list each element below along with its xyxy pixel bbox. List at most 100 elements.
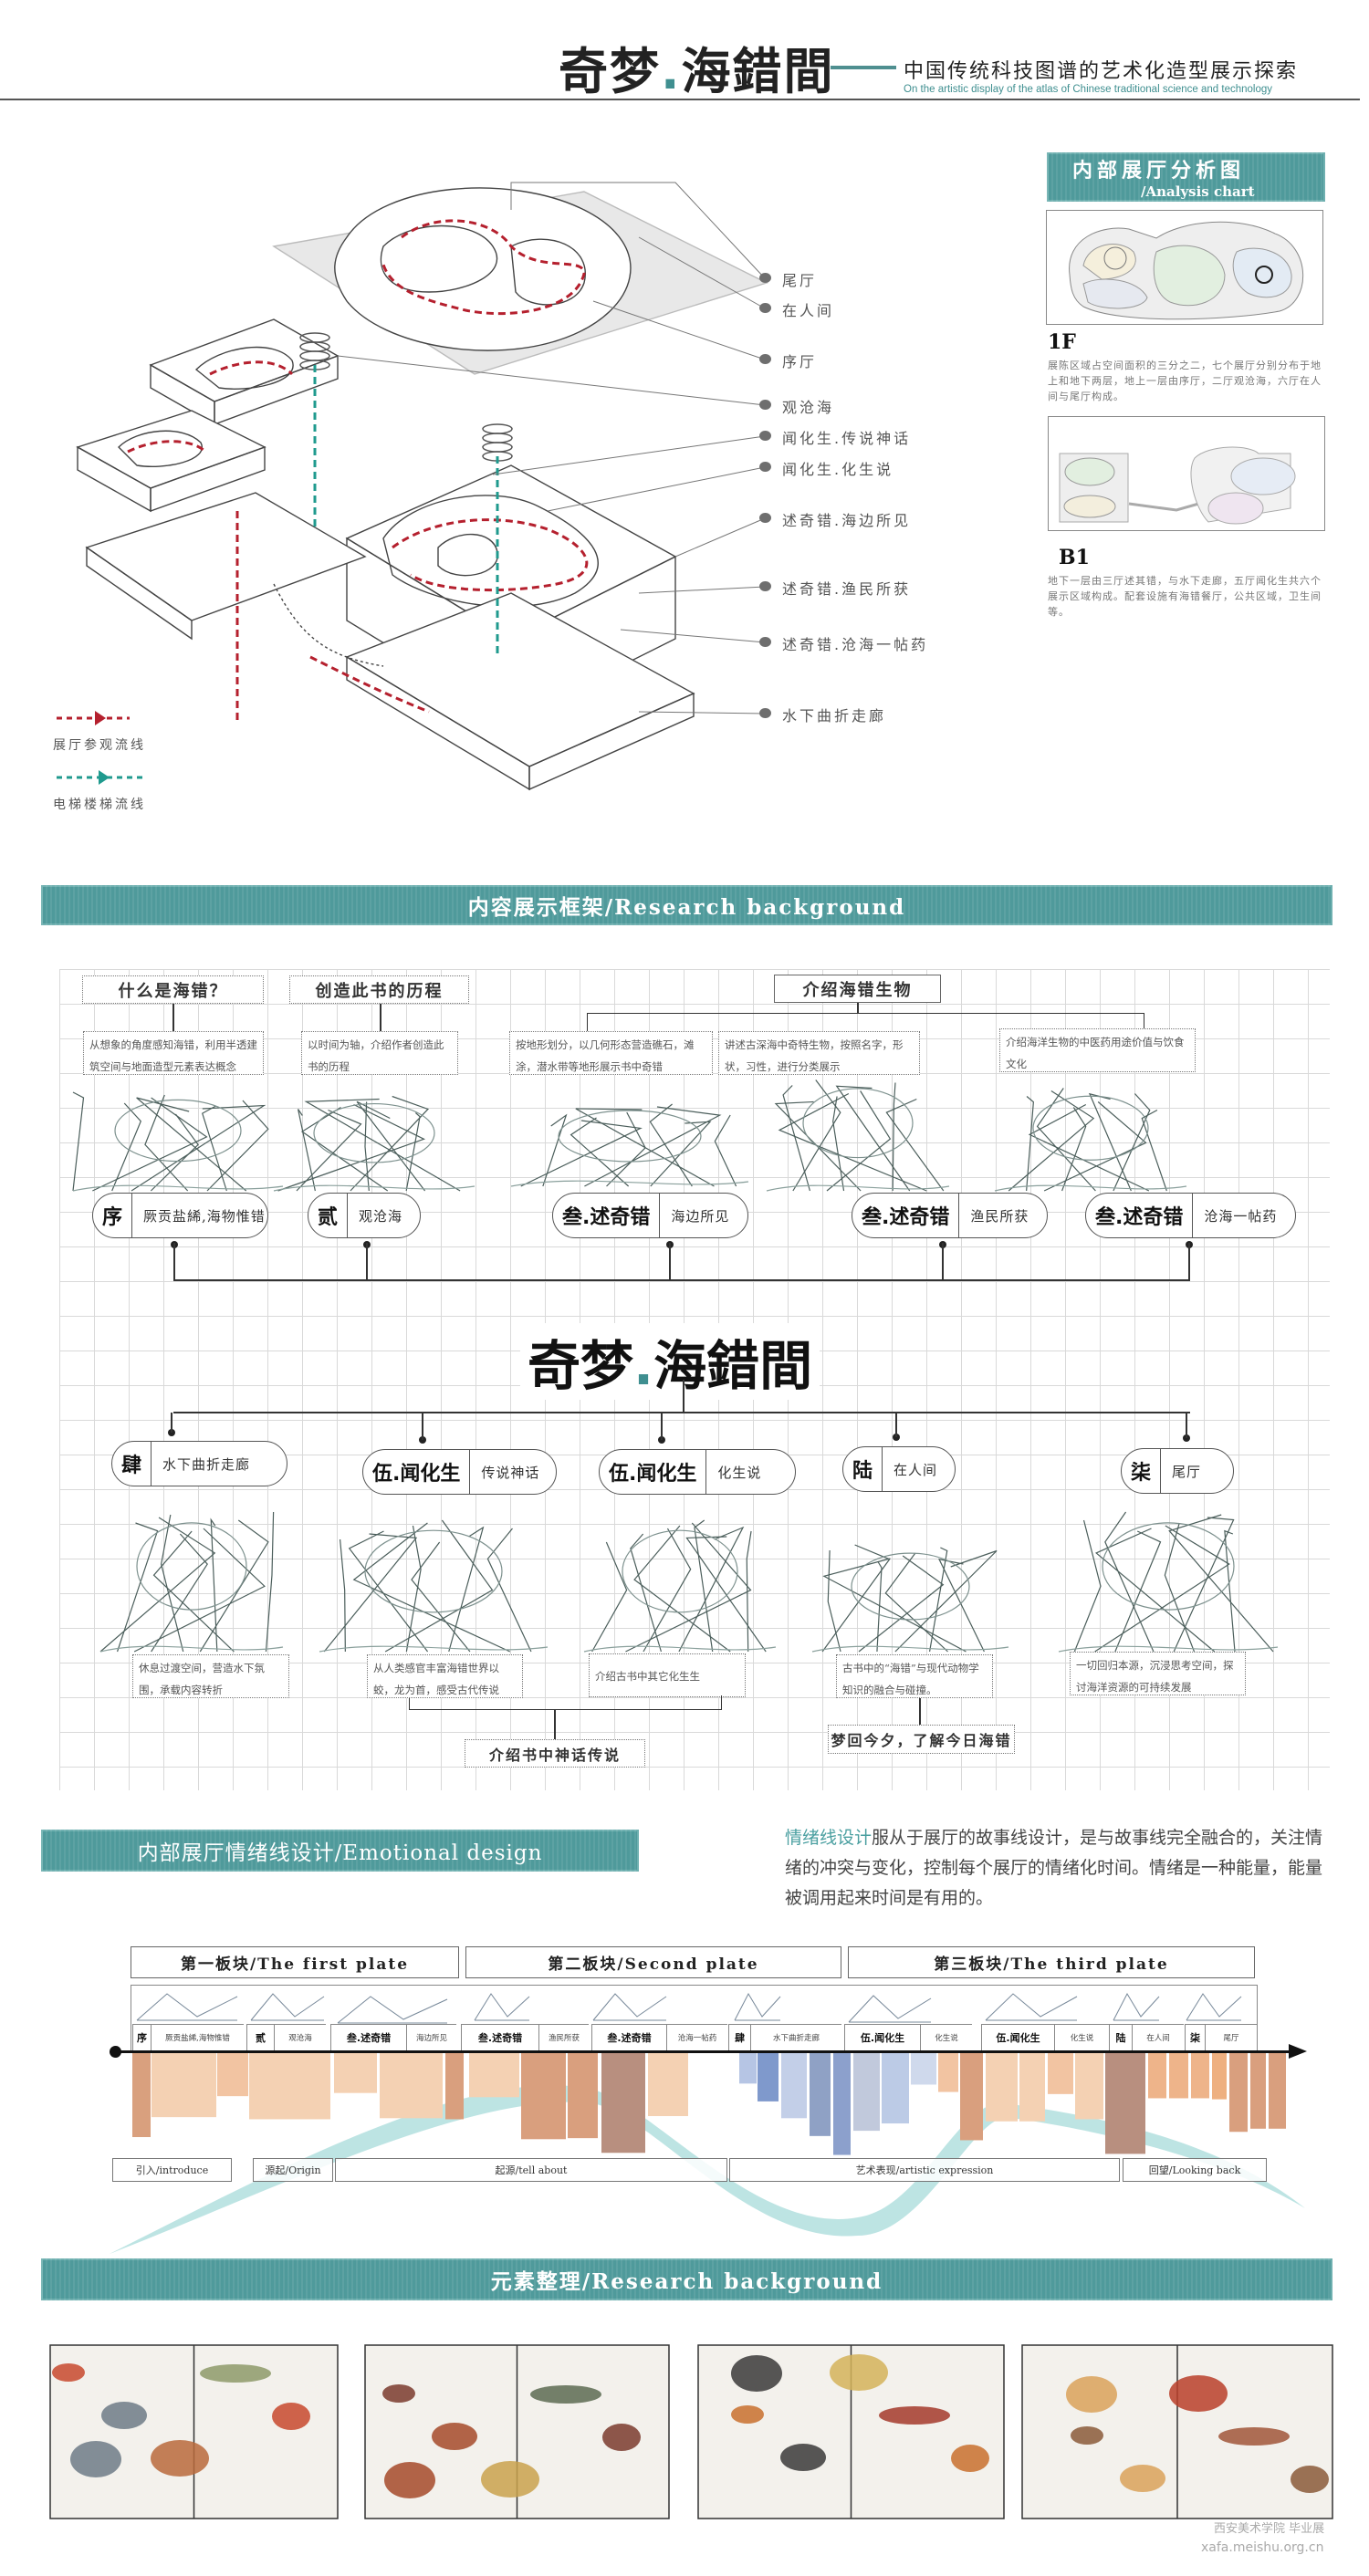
legend-elevator-flow-label: 电梯楼梯流线 [53, 798, 146, 812]
desc-underwater-corridor: 休息过渡空间，营造水下氛围，承载内容转折 [132, 1654, 289, 1698]
elements-title: 元素整理/Research background [490, 2269, 883, 2294]
emotion-bar [1105, 2053, 1145, 2154]
top-floor-blob [334, 187, 632, 351]
floor-b1-label: B1 [1059, 546, 1090, 569]
creature-illustration [1066, 2376, 1117, 2413]
element-panel [697, 2344, 1005, 2519]
creature-illustration [200, 2364, 271, 2383]
connector-dot [168, 1429, 175, 1436]
strip-hall-title: 化生说 [1054, 2024, 1109, 2050]
logo-dot: . [661, 43, 682, 100]
strip-hall-number: 序 [132, 2024, 151, 2050]
header-title-en: On the artistic display of the atlas of … [904, 84, 1273, 95]
elements-title-banner: 元素整理/Research background [41, 2258, 1332, 2300]
floor-b1-description: 地下一层由三厅述其错，与水下走廊，五厅闻化生共六个展示区域构成。配套设施有海错餐… [1048, 575, 1322, 618]
label-marker [759, 273, 771, 283]
hall-pill: 序厥贡盐絺,海物惟错 [92, 1193, 268, 1238]
sketch-illustration [1058, 1511, 1279, 1653]
strip-hall-title: 化生说 [920, 2024, 972, 2050]
hall-number: 叁.述奇错 [1086, 1194, 1194, 1237]
phase-origin: 源起/Origin [253, 2158, 333, 2182]
strip-hall-title: 渔民所获 [538, 2024, 589, 2050]
connector [422, 1413, 423, 1440]
header-accent-line [831, 66, 896, 69]
emotion-paragraph: 情绪线设计服从于展厅的故事线设计，是与故事线完全融合的，关注情绪的冲突与变化，控… [785, 1823, 1328, 1914]
emotion-bar [1212, 2053, 1227, 2100]
analysis-title-cn: 内部展厅分析图 [1072, 159, 1246, 183]
connector [683, 1380, 684, 1412]
hall-pill: 伍.闻化生传说神话 [362, 1449, 557, 1495]
emotion-bar [810, 2053, 831, 2136]
connector [942, 1243, 944, 1280]
emotion-bar [521, 2053, 566, 2140]
framework-title-banner: 内容展示框架/Research background [41, 885, 1332, 925]
hall-title: 厥贡盐絺,海物惟错 [143, 1207, 266, 1225]
hall-thumbnail-sketch [848, 1995, 932, 2023]
sketch-illustration [811, 1544, 1009, 1653]
emotion-bar [986, 2053, 1018, 2122]
emotion-bar [568, 2053, 598, 2139]
plate-second: 第二板块/Second plate [465, 1946, 841, 1978]
watermark-url: xafa.meishu.org.cn [1201, 2540, 1324, 2555]
header-title-cn: 中国传统科技图谱的艺术化造型展示探索 [904, 60, 1299, 83]
hall-thumbnail-sketch [337, 1996, 448, 2024]
sketch-illustration [510, 1103, 749, 1187]
connector [721, 1695, 722, 1710]
creature-illustration [151, 2440, 209, 2477]
strip-hall-title: 在人间 [1132, 2024, 1184, 2050]
phase-tell-about: 起源/tell about [335, 2158, 727, 2182]
connector-dot [893, 1434, 900, 1441]
hall-title: 在人间 [894, 1461, 938, 1478]
connector [171, 1413, 172, 1433]
label-marker [759, 637, 771, 647]
connector [173, 1412, 1190, 1413]
axon-label-medicine: 述奇错.沧海一帖药 [782, 636, 929, 653]
label-marker [759, 354, 771, 364]
creature-illustration [530, 2385, 601, 2404]
emotion-bar [1229, 2053, 1248, 2133]
logo-part: 奇梦 [528, 1335, 634, 1397]
creature-illustration [272, 2403, 310, 2430]
hall-title: 沧海一帖药 [1204, 1207, 1278, 1225]
connector [661, 1413, 663, 1440]
creature-illustration [1120, 2465, 1165, 2492]
creature-illustration [432, 2423, 477, 2450]
strip-hall-title: 观沧海 [274, 2024, 326, 2050]
hall-title: 渔民所获 [970, 1207, 1029, 1225]
poster-logo: 奇梦.海錯間 [559, 31, 835, 103]
label-marker [759, 462, 771, 472]
creature-illustration [70, 2441, 121, 2477]
floor-1f-label: 1F [1048, 330, 1076, 354]
timeline-axis [117, 2050, 1294, 2053]
watermark-cn: 西安美术学院 毕业展 [1214, 2522, 1325, 2536]
connector-dot [1183, 1434, 1190, 1442]
legend-elevator-flow-icon [57, 770, 144, 785]
connector-dot [658, 1436, 665, 1444]
strip-hall-number: 贰 [246, 2024, 274, 2050]
emotion-bar [1048, 2053, 1073, 2094]
axon-label-sea-view: 观沧海 [782, 399, 835, 416]
connector-dot [419, 1436, 426, 1444]
hall-pill: 柒尾厅 [1121, 1448, 1234, 1494]
emotion-bar [758, 2053, 779, 2101]
label-marker [759, 400, 771, 410]
hall-pill: 叁.述奇错渔民所获 [852, 1193, 1048, 1238]
emotion-title: 内部展厅情绪线设计/Emotional design [137, 1841, 543, 1865]
emotion-bar [380, 2053, 443, 2119]
emotion-bar [1148, 2053, 1166, 2099]
strip-hall-title: 海边所见 [406, 2024, 456, 2050]
hall-thumbnail-sketch [985, 1993, 1078, 2021]
logo-dot: . [633, 1335, 654, 1397]
hall-pill: 伍.闻化生化生说 [599, 1449, 796, 1495]
summary-legends: 介绍书中神话传说 [465, 1739, 645, 1768]
topic-book-history: 创造此书的历程 [289, 975, 469, 1004]
creature-illustration [731, 2355, 782, 2392]
emotion-bar [882, 2053, 909, 2124]
axon-label-prelude-hall: 序厅 [782, 353, 818, 370]
strip-hall-number: 柒 [1185, 2024, 1205, 2050]
element-panel [364, 2344, 670, 2519]
strip-hall-number: 叁.述奇错 [330, 2024, 406, 2050]
logo-part: 奇梦 [559, 43, 661, 100]
